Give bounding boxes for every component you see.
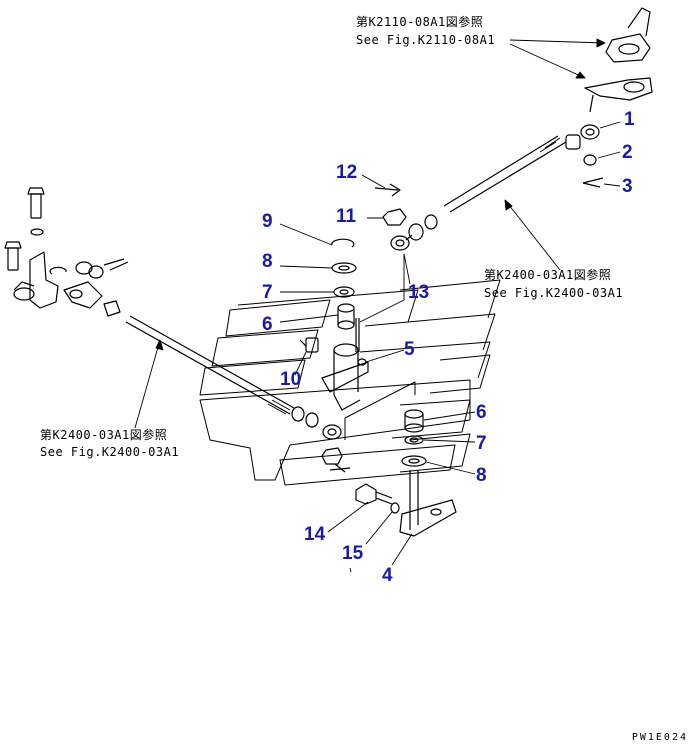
washer-7-lower bbox=[404, 435, 424, 445]
washer-7 bbox=[333, 286, 355, 298]
callout-13: 13 bbox=[408, 282, 430, 303]
callout-5: 5 bbox=[404, 339, 415, 360]
callout-6: 6 bbox=[262, 314, 273, 335]
ref-k2110-jp: 第K2110-08A1図参照 bbox=[356, 15, 484, 29]
callout-14: 14 bbox=[304, 524, 326, 545]
ref-k2110-en: See Fig.K2110-08A1 bbox=[356, 33, 496, 47]
washer-8 bbox=[331, 262, 357, 274]
lower-rod-end bbox=[291, 406, 351, 473]
ref-k2400-left-en: See Fig.K2400-03A1 bbox=[40, 445, 180, 459]
callout-7: 7 bbox=[262, 282, 273, 303]
ref-k2400-right-en: See Fig.K2400-03A1 bbox=[484, 286, 624, 300]
callout-11: 11 bbox=[336, 206, 357, 227]
cotter-pin-12 bbox=[374, 183, 401, 197]
callout-6-lower: 6 bbox=[476, 402, 487, 423]
l-bracket-4 bbox=[399, 470, 457, 537]
callout-15: 15 bbox=[342, 543, 364, 564]
right-ball-joint bbox=[565, 124, 604, 188]
floor-plate-outlines bbox=[199, 279, 501, 486]
bushing-6-lower bbox=[404, 409, 424, 433]
ref-k2400-left-jp: 第K2400-03A1図参照 bbox=[40, 428, 168, 442]
upper-rod bbox=[408, 135, 567, 241]
callout-8-lower: 8 bbox=[476, 465, 487, 486]
lower-rod bbox=[125, 315, 295, 415]
callout-3: 3 bbox=[622, 176, 633, 197]
leader-lines bbox=[134, 38, 621, 573]
callout-8: 8 bbox=[262, 251, 273, 272]
callout-7-lower: 7 bbox=[476, 433, 487, 454]
drawing-code: PW1E024 bbox=[631, 732, 688, 743]
callout-2: 2 bbox=[622, 142, 633, 163]
bushing-6-upper bbox=[337, 303, 355, 330]
bracket-5 bbox=[321, 318, 369, 411]
bolt-14 bbox=[355, 483, 393, 505]
washer-15 bbox=[390, 502, 400, 514]
callout-12: 12 bbox=[336, 162, 358, 183]
grease-fitting-10 bbox=[299, 337, 319, 353]
callout-4: 4 bbox=[382, 565, 393, 586]
callout-1: 1 bbox=[624, 109, 635, 130]
upper-rod-end bbox=[390, 234, 413, 251]
nut-11 bbox=[382, 208, 407, 226]
callout-9: 9 bbox=[262, 211, 273, 232]
ref-k2400-right-jp: 第K2400-03A1図参照 bbox=[484, 268, 612, 282]
left-lever-assembly bbox=[4, 187, 129, 317]
upper-lever bbox=[584, 7, 653, 113]
circlip-9 bbox=[331, 238, 355, 248]
callout-10: 10 bbox=[280, 369, 302, 390]
washer-8-lower bbox=[401, 455, 427, 467]
